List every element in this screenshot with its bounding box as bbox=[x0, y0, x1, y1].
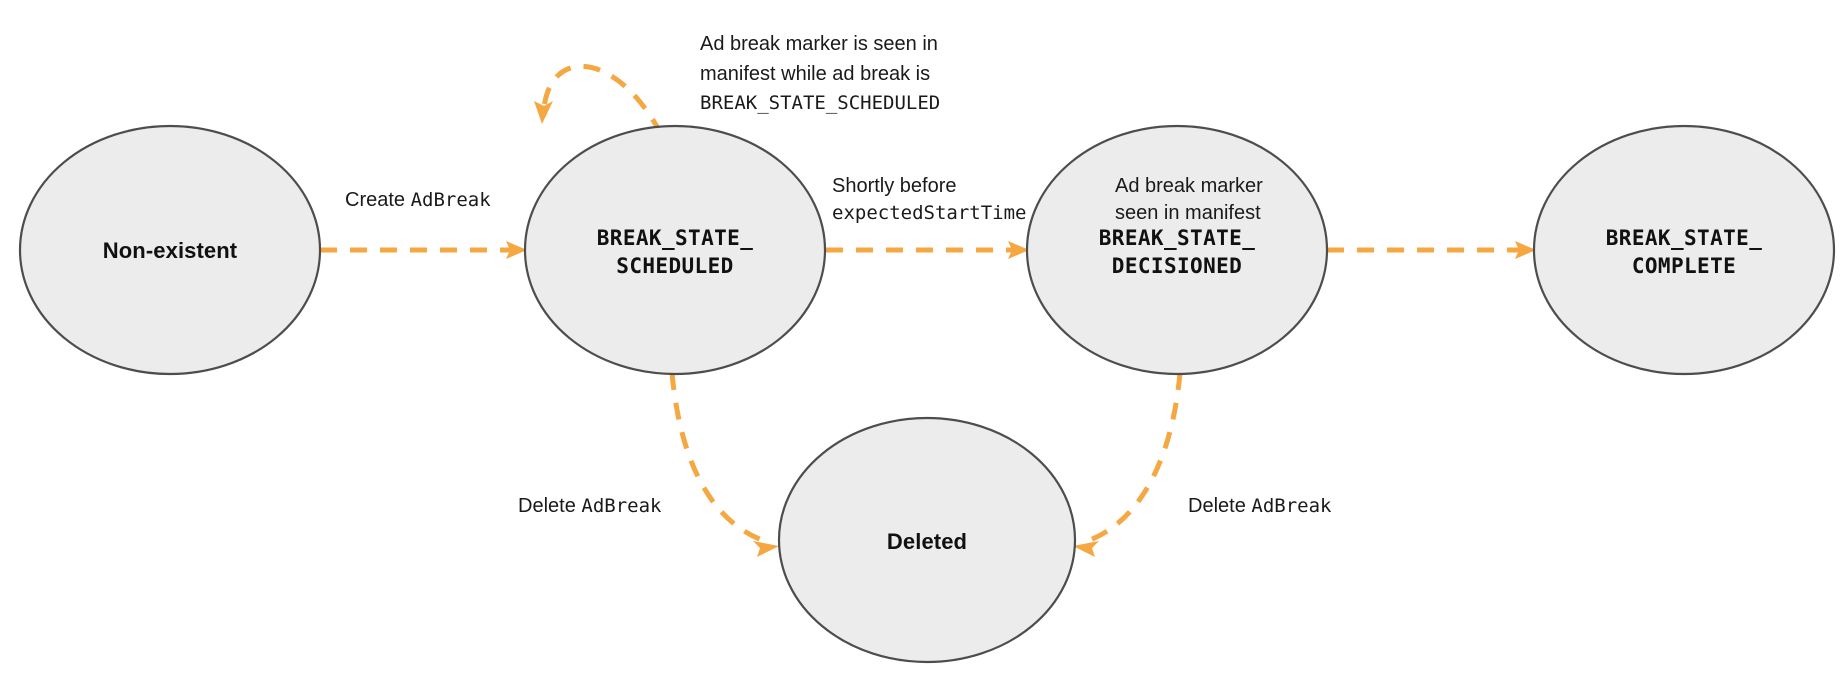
edge-self-loop-path bbox=[541, 63, 664, 136]
edge-decisioned-complete-arrowhead bbox=[1515, 241, 1536, 259]
edge-label-delete-right-part1: Delete bbox=[1188, 495, 1251, 517]
edge-scheduled-to-decisioned bbox=[826, 241, 1029, 259]
edge-label-delete-adbreak-right: Delete AdBreak bbox=[1188, 495, 1332, 517]
edge-label-marker-line1: Ad break marker bbox=[1115, 175, 1263, 197]
edge-create-adbreak bbox=[320, 241, 527, 259]
edge-label-shortly-line1: Shortly before bbox=[832, 175, 957, 197]
edge-decisioned-deleted-path bbox=[1089, 372, 1183, 543]
node-decisioned-label-line2: DECISIONED bbox=[1112, 254, 1242, 278]
node-break-state-scheduled[interactable]: BREAK_STATE_ SCHEDULED bbox=[523, 124, 827, 376]
edge-label-create-part2: AdBreak bbox=[411, 189, 492, 211]
node-decisioned-label-line1: BREAK_STATE_ bbox=[1099, 226, 1256, 250]
edge-label-self-loop-line2: manifest while ad break is bbox=[700, 63, 930, 85]
edge-label-marker-line2: seen in manifest bbox=[1115, 202, 1261, 224]
node-deleted-shape bbox=[777, 416, 1077, 664]
edge-label-shortly-before: Shortly before expectedStartTime bbox=[832, 175, 1026, 224]
edge-label-delete-right-text: Delete AdBreak bbox=[1188, 495, 1332, 517]
edge-label-shortly-line2: expectedStartTime bbox=[832, 202, 1026, 224]
node-deleted-label: Deleted bbox=[887, 529, 967, 554]
edge-self-loop-scheduled bbox=[534, 63, 664, 136]
edge-label-marker-seen: Ad break marker seen in manifest bbox=[1115, 175, 1263, 224]
edge-scheduled-decisioned-arrowhead bbox=[1008, 241, 1029, 259]
edge-decisioned-to-deleted bbox=[1073, 372, 1183, 557]
edge-scheduled-deleted-path bbox=[669, 372, 763, 543]
edge-label-delete-left-part1: Delete bbox=[518, 495, 581, 517]
node-non-existent-label: Non-existent bbox=[103, 238, 238, 263]
node-scheduled-shape bbox=[523, 124, 827, 376]
node-complete-label-line2: COMPLETE bbox=[1632, 254, 1736, 278]
node-break-state-complete[interactable]: BREAK_STATE_ COMPLETE bbox=[1532, 124, 1836, 376]
node-decisioned-shape bbox=[1025, 124, 1329, 376]
node-non-existent[interactable]: Non-existent bbox=[18, 124, 322, 376]
node-break-state-decisioned[interactable]: BREAK_STATE_ DECISIONED bbox=[1025, 124, 1329, 376]
edge-label-create-text: Create AdBreak bbox=[345, 189, 491, 211]
edge-label-create-adbreak: Create AdBreak bbox=[345, 189, 491, 211]
edge-decisioned-to-complete bbox=[1327, 241, 1536, 259]
edge-label-create-part1: Create bbox=[345, 189, 411, 211]
edge-label-delete-right-part2: AdBreak bbox=[1251, 495, 1332, 517]
edge-label-self-loop-line1: Ad break marker is seen in bbox=[700, 33, 938, 55]
edge-create-arrowhead bbox=[506, 241, 527, 259]
node-complete-shape bbox=[1532, 124, 1836, 376]
edge-self-loop-arrowhead bbox=[534, 101, 553, 124]
node-complete-label-line1: BREAK_STATE_ bbox=[1606, 226, 1763, 250]
edge-label-delete-adbreak-left: Delete AdBreak bbox=[518, 495, 662, 517]
edge-label-delete-left-text: Delete AdBreak bbox=[518, 495, 662, 517]
edge-scheduled-to-deleted bbox=[669, 372, 779, 557]
edge-decisioned-deleted-arrowhead bbox=[1073, 541, 1099, 557]
edge-label-self-loop-line3: BREAK_STATE_SCHEDULED bbox=[700, 92, 940, 114]
edge-label-self-loop: Ad break marker is seen in manifest whil… bbox=[700, 33, 940, 114]
node-scheduled-label-line1: BREAK_STATE_ bbox=[597, 226, 754, 250]
edge-scheduled-deleted-arrowhead bbox=[753, 541, 779, 557]
node-non-existent-shape bbox=[18, 124, 322, 376]
node-deleted[interactable]: Deleted bbox=[777, 416, 1077, 664]
node-scheduled-label-line2: SCHEDULED bbox=[616, 254, 733, 278]
edge-label-delete-left-part2: AdBreak bbox=[581, 495, 662, 517]
